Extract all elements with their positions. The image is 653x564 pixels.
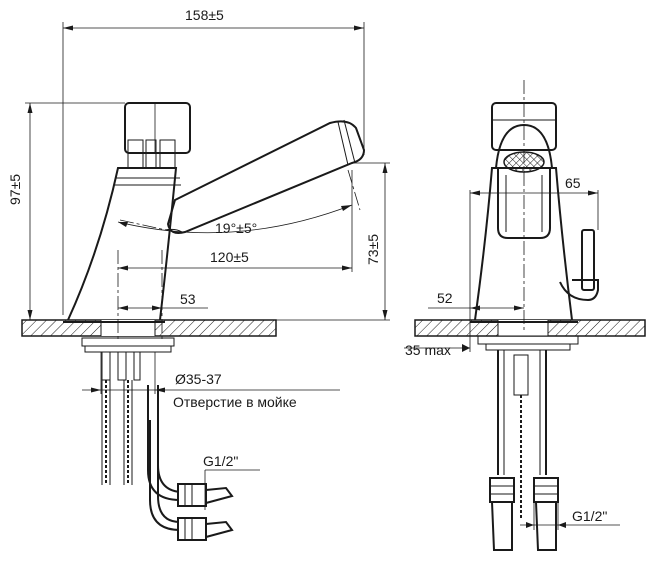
dim-97: 97±5 <box>7 102 125 320</box>
dim-73: 73±5 <box>276 162 390 321</box>
dim-158-label: 158±5 <box>185 7 224 23</box>
front-view: 65 52 35 max <box>404 80 646 551</box>
side-push-button <box>124 102 191 169</box>
front-countertop <box>414 319 646 337</box>
dim-35max: 35 max <box>404 320 471 358</box>
front-hose-ends <box>489 477 559 551</box>
hole-note-label: Отверстие в мойке <box>173 394 297 410</box>
dim-97-label: 97±5 <box>7 174 23 205</box>
side-thread: G1/2" <box>203 453 260 510</box>
side-view: 158±5 97±5 19°±5° 120±5 <box>7 7 390 541</box>
side-mounting <box>81 337 181 531</box>
dim-53: 53 <box>118 291 208 311</box>
dim-angle: 19°±5° <box>117 204 353 236</box>
dim-35max-label: 35 max <box>405 342 451 358</box>
dim-hole-label: Ø35-37 <box>175 371 222 387</box>
dim-angle-label: 19°±5° <box>215 220 257 236</box>
dim-65: 65 <box>469 175 599 320</box>
dim-120-label: 120±5 <box>210 249 249 265</box>
dim-52: 52 <box>428 290 524 311</box>
side-spout <box>164 119 366 234</box>
dim-53-label: 53 <box>180 291 196 307</box>
dim-hole: Ø35-37 Отверстие в мойке <box>82 352 340 410</box>
side-hose-fittings <box>177 483 234 541</box>
dim-52-label: 52 <box>437 290 453 306</box>
dim-120: 120±5 <box>118 170 353 272</box>
side-countertop <box>21 319 277 337</box>
front-thread-label: G1/2" <box>572 508 607 524</box>
front-thread: G1/2" <box>520 500 620 530</box>
dim-158: 158±5 <box>62 7 365 315</box>
side-thread-label: G1/2" <box>203 453 238 469</box>
front-mounting <box>477 335 579 520</box>
dim-65-label: 65 <box>565 175 581 191</box>
side-faucet-body <box>63 167 181 323</box>
front-lever <box>559 229 599 302</box>
dim-73-label: 73±5 <box>365 234 381 265</box>
